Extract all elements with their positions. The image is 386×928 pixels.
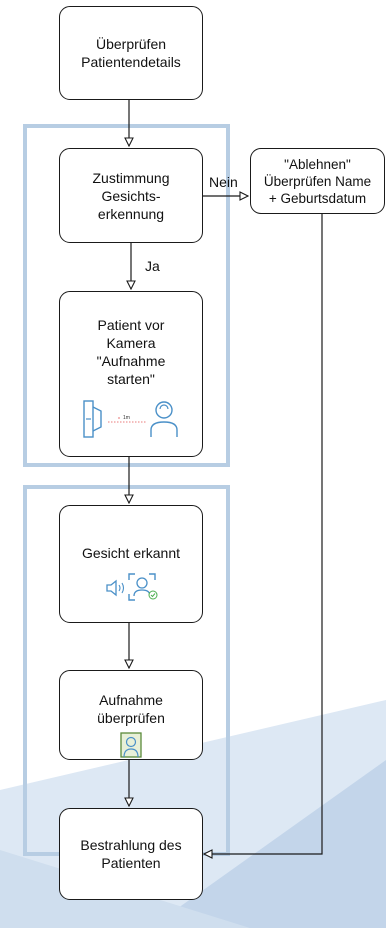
- review-icons: [120, 732, 142, 758]
- node-reject-check-name-birthdate[interactable]: "Ablehnen" Überprüfen Name + Geburtsdatu…: [250, 148, 385, 214]
- node-label: Gesicht erkannt: [81, 545, 181, 561]
- distance-arrow-icon: 1m: [108, 415, 146, 423]
- node-face-detected[interactable]: Gesicht erkannt: [59, 505, 203, 623]
- node-label: Bestrahlung des Patienten: [80, 837, 182, 871]
- edge-label-no: Nein: [209, 174, 238, 190]
- camera-icons: 1m: [82, 399, 180, 439]
- background-wave-dark: [150, 760, 386, 928]
- node-irradiation-patient[interactable]: Bestrahlung des Patienten: [59, 808, 203, 900]
- node-label: Zustimmung Gesichts- erkennung: [92, 169, 170, 222]
- person-icon: [150, 401, 178, 437]
- node-patient-camera[interactable]: Patient vor Kamera "Aufnahme starten" 1m: [59, 291, 203, 457]
- node-label: "Ablehnen" Überprüfen Name + Geburtsdatu…: [263, 156, 372, 206]
- node-label: Überprüfen Patientendetails: [81, 36, 181, 70]
- distance-label: 1m: [123, 415, 130, 421]
- portrait-photo-icon: [120, 732, 142, 758]
- face-icons: [105, 572, 158, 604]
- node-check-patient-details[interactable]: Überprüfen Patientendetails: [59, 6, 203, 100]
- node-review-image[interactable]: Aufnahme überprüfen: [59, 670, 203, 760]
- camera-device-icon: [83, 400, 102, 438]
- group-frame-consent: [23, 124, 230, 467]
- speaker-icon: [105, 579, 124, 597]
- edge-label-yes: Ja: [145, 258, 160, 274]
- node-label: Patient vor Kamera "Aufnahme starten": [96, 317, 166, 387]
- node-consent-face-recognition[interactable]: Zustimmung Gesichts- erkennung: [59, 148, 203, 243]
- node-label: Aufnahme überprüfen: [97, 692, 165, 726]
- edge-reject-to-irradiation: [204, 214, 323, 854]
- check-icon: [148, 590, 157, 600]
